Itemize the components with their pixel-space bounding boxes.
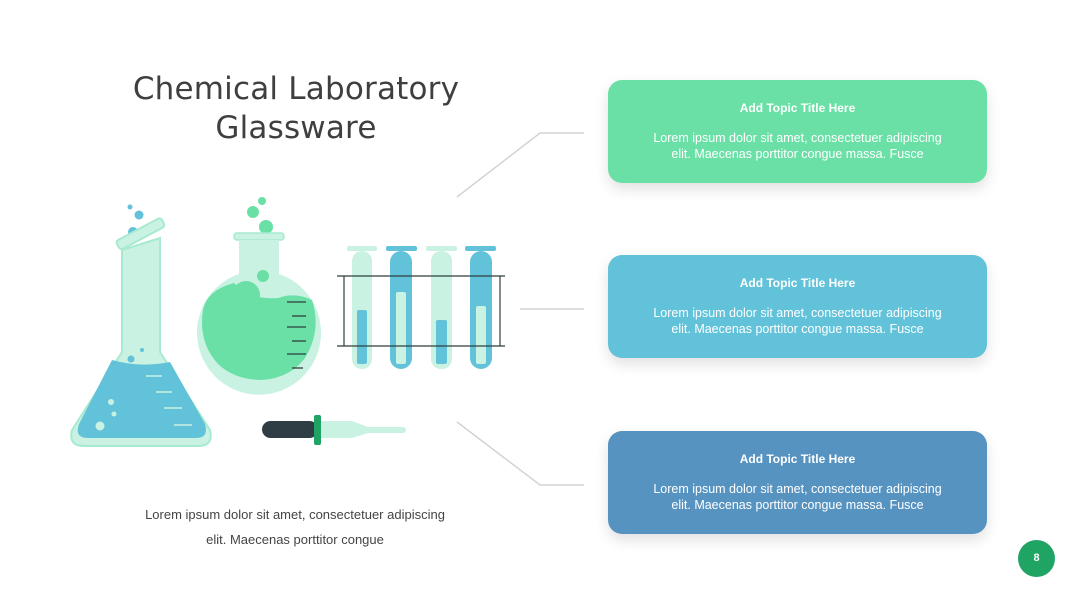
title-line-2: Glassware <box>215 110 377 146</box>
topic-card-body: Lorem ipsum dolor sit amet, consectetuer… <box>653 482 942 512</box>
caption-line-2: elit. Maecenas porttitor congue <box>206 532 384 547</box>
topic-card-title: Add Topic Title Here <box>739 452 856 466</box>
topic-card-body: Lorem ipsum dolor sit amet, consectetuer… <box>653 131 942 161</box>
connector-line-top <box>456 132 584 198</box>
dropper-icon <box>262 415 406 445</box>
page-number-badge: 8 <box>1018 540 1055 577</box>
connector-lines <box>456 132 584 486</box>
title-line-1: Chemical Laboratory <box>132 71 460 107</box>
caption-line-1: Lorem ipsum dolor sit amet, consectetuer… <box>145 507 445 522</box>
illustration-caption: Lorem ipsum dolor sit amet, consectetuer… <box>120 502 470 552</box>
topic-card-3: Add Topic Title Here Lorem ipsum dolor s… <box>608 431 987 534</box>
topic-card-2: Add Topic Title Here Lorem ipsum dolor s… <box>608 255 987 358</box>
topic-card-1: Add Topic Title Here Lorem ipsum dolor s… <box>608 80 987 183</box>
topic-card-title: Add Topic Title Here <box>739 101 856 115</box>
page-title: Chemical Laboratory Glassware <box>96 70 496 148</box>
connector-line-bottom <box>456 421 584 486</box>
erlenmeyer-flask-icon <box>70 204 212 447</box>
round-bottom-flask-icon <box>196 197 322 395</box>
topic-card-title: Add Topic Title Here <box>739 276 856 290</box>
test-tube-rack-icon <box>337 246 505 369</box>
topic-card-body: Lorem ipsum dolor sit amet, consectetuer… <box>653 306 942 336</box>
